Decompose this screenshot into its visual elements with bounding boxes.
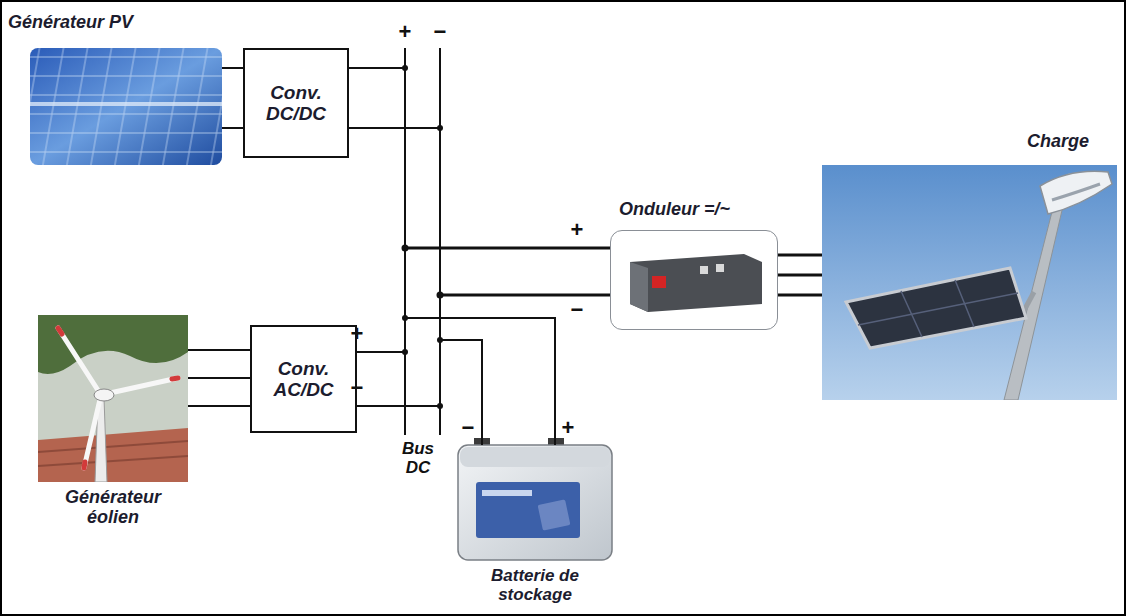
street-lamp-picture xyxy=(822,165,1117,400)
ac-dc-converter: Conv. AC/DC xyxy=(250,325,357,433)
polarity-sign: + xyxy=(559,416,577,440)
dc-dc-converter: Conv. DC/DC xyxy=(243,48,349,158)
junction-dot xyxy=(437,125,443,131)
wire xyxy=(405,318,555,445)
wire xyxy=(222,67,243,69)
pv-panel xyxy=(30,48,222,165)
junction-dot xyxy=(402,349,408,355)
bus-plus-line xyxy=(404,48,406,435)
trees xyxy=(38,315,188,374)
nacelle xyxy=(94,389,114,401)
wire xyxy=(188,405,250,407)
lamp-head xyxy=(1040,171,1112,214)
wire-connector xyxy=(778,255,822,295)
sticker-mark xyxy=(538,499,571,530)
wire-connector xyxy=(222,68,243,128)
node-heading: Générateur éolien xyxy=(38,487,188,527)
junction-dot xyxy=(437,292,444,299)
node-heading: Générateur PV xyxy=(8,12,218,32)
lamp-led xyxy=(1052,184,1100,200)
wire xyxy=(188,349,250,351)
junction-dot xyxy=(402,65,408,71)
wire xyxy=(188,377,250,379)
polarity-sign: − xyxy=(348,376,366,400)
wire xyxy=(405,247,610,250)
inverter-picture xyxy=(630,254,762,312)
junction-dot xyxy=(437,337,443,343)
polarity-sign: + xyxy=(396,20,414,44)
wire xyxy=(222,127,243,129)
inverter: Onduleur =/~ xyxy=(610,230,778,330)
panel-grid xyxy=(858,280,1018,337)
bus-minus-line xyxy=(439,48,441,435)
inverter-terminal xyxy=(716,264,724,272)
inverter-terminal xyxy=(700,266,708,274)
battery-sticker xyxy=(476,482,580,538)
wire xyxy=(337,127,440,129)
polarity-sign: − xyxy=(431,20,449,44)
wind-generator: Générateur éolien xyxy=(38,315,188,482)
battery-lid xyxy=(460,447,610,467)
junction-dot xyxy=(437,403,443,409)
wire xyxy=(345,405,440,407)
junction-dots xyxy=(402,65,444,409)
inverter-body xyxy=(630,254,762,312)
node-heading: Onduleur =/~ xyxy=(619,199,789,219)
wind-sky xyxy=(38,315,188,482)
wire xyxy=(778,254,822,257)
junction-dot xyxy=(402,315,408,321)
inverter-face xyxy=(630,262,648,312)
street-lamp-load: Charge xyxy=(822,165,1117,400)
blade xyxy=(84,395,101,468)
roof xyxy=(38,428,188,482)
polarity-sign: − xyxy=(568,298,586,322)
sticker-stripe xyxy=(482,490,532,496)
lamp-solar-panel xyxy=(846,268,1026,348)
polarity-sign: − xyxy=(459,416,477,440)
lamp-sky xyxy=(822,165,1117,400)
pv-gap xyxy=(30,102,222,106)
box-label: Conv. DC/DC xyxy=(245,82,347,125)
polarity-sign: + xyxy=(568,218,586,242)
wire xyxy=(440,294,610,297)
dc-bus-wiring xyxy=(337,48,610,445)
roof-lines xyxy=(38,441,188,466)
junction-dot xyxy=(402,245,409,252)
inverter-connector xyxy=(652,276,666,288)
pv-cells xyxy=(30,48,222,165)
battery-body xyxy=(458,445,612,560)
wind-turbine-picture xyxy=(38,315,188,482)
box-label: Conv. AC/DC xyxy=(252,358,355,401)
wire xyxy=(440,340,482,445)
storage-battery: Batterie de stockage xyxy=(458,445,612,560)
battery-picture xyxy=(458,438,612,560)
wire xyxy=(778,294,822,297)
bus-label: Bus DC xyxy=(388,440,448,477)
blade-tips xyxy=(58,328,178,468)
blade xyxy=(58,328,101,395)
node-heading: Batterie de stockage xyxy=(475,566,595,604)
pv-generator: Générateur PV xyxy=(30,48,222,165)
wire-connector xyxy=(188,350,250,406)
pv-panel-picture xyxy=(30,48,222,165)
polarity-sign: + xyxy=(348,322,366,346)
wire xyxy=(778,274,822,277)
node-heading: Charge xyxy=(1027,131,1117,151)
